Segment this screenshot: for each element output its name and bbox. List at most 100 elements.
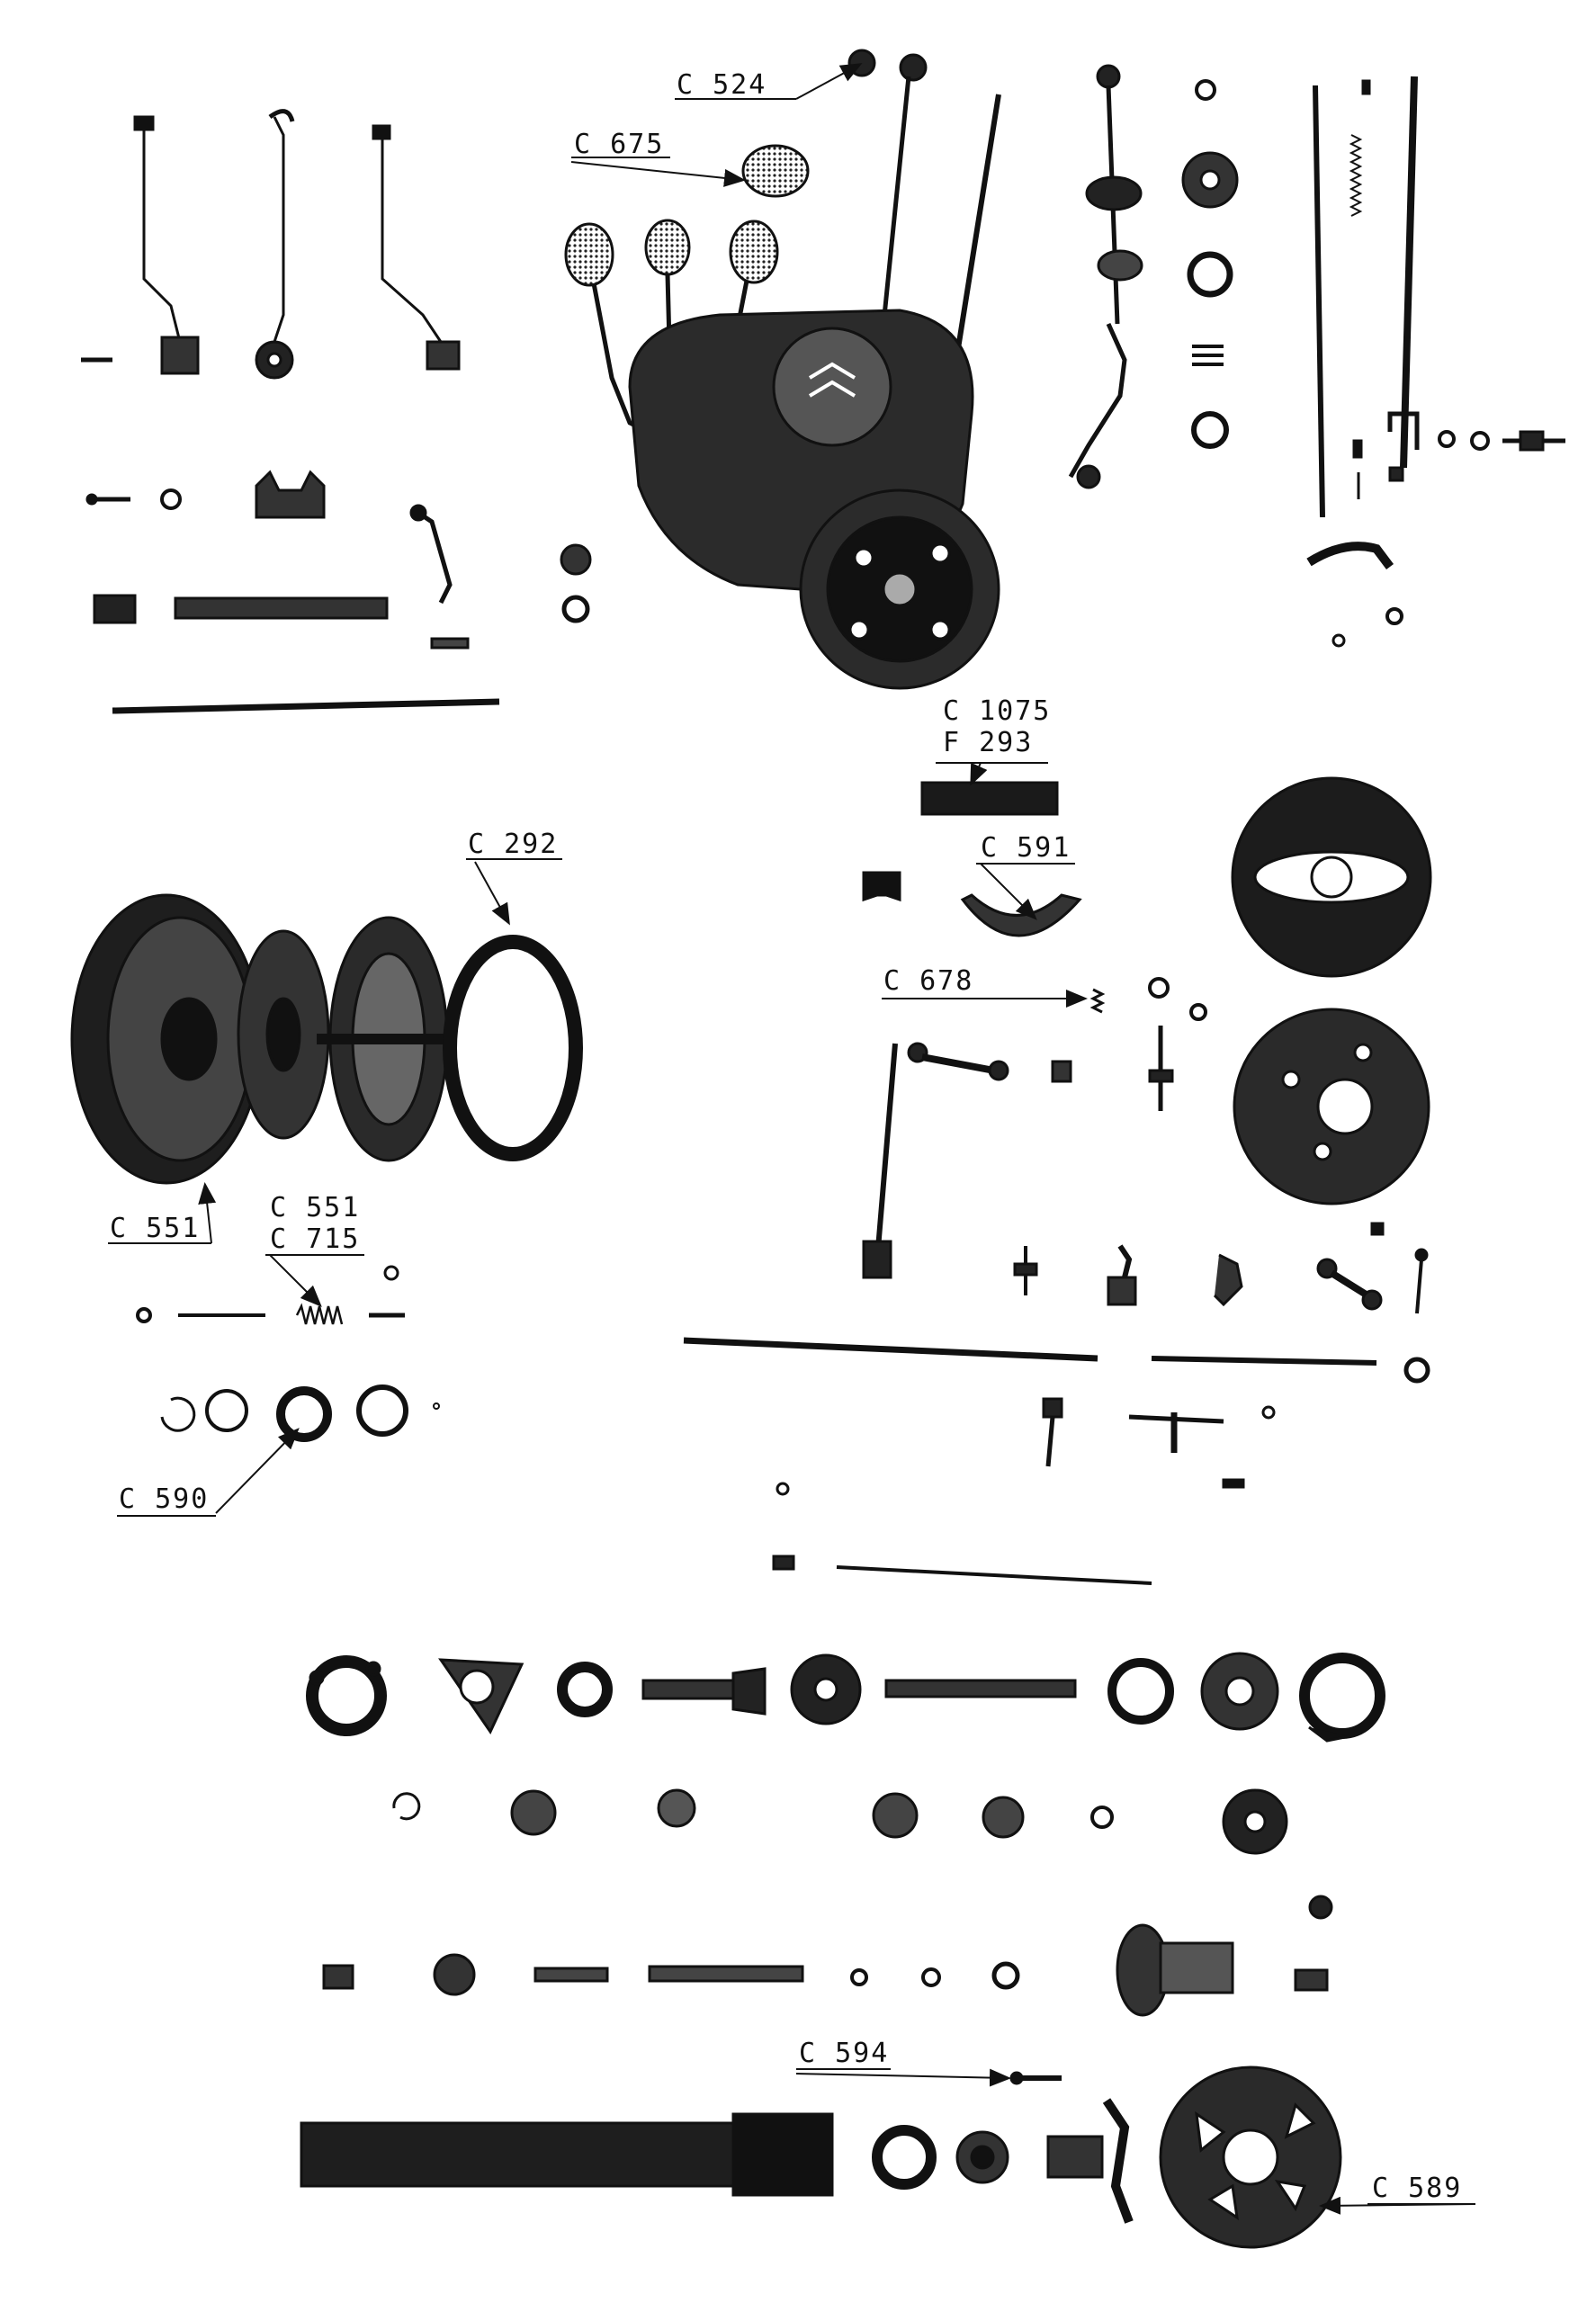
block — [1051, 1060, 1072, 1083]
tee-bracket — [1128, 1412, 1224, 1453]
callout-c292: C 292 — [468, 829, 558, 860]
brake-drum-rear — [1233, 1008, 1430, 1205]
cap-nut — [560, 543, 592, 623]
cluster-gear — [1116, 1923, 1234, 2017]
steering-link — [1068, 64, 1143, 489]
gear-lever-knob-left — [847, 49, 876, 77]
bearing-race-b — [356, 1384, 408, 1437]
clevis-a — [1013, 1246, 1038, 1295]
brake-rod-short — [1151, 1356, 1377, 1366]
clutch-flywheel — [70, 893, 263, 1185]
washer — [1195, 79, 1216, 101]
washer-right-b — [1470, 431, 1490, 451]
bearing-rear — [1107, 1658, 1174, 1725]
oil-seal — [955, 2130, 1009, 2184]
hub-c589 — [1159, 2066, 1342, 2249]
nut-tee — [1261, 1405, 1276, 1420]
cap-small — [1308, 1895, 1333, 1920]
lining-clip — [862, 871, 901, 902]
grease-nipple — [1502, 430, 1565, 452]
axle-tube — [300, 2112, 834, 2197]
bush-right — [1294, 1968, 1329, 1992]
brake-spring-c678 — [1089, 988, 1106, 1014]
bolt — [85, 493, 130, 506]
main-shaft — [884, 1679, 1077, 1698]
shaft-short — [533, 1967, 609, 1983]
bearing-race-a — [205, 1389, 248, 1432]
layshaft-gear — [1222, 1788, 1288, 1855]
brake-drum-front — [799, 488, 1000, 690]
spacer-ring — [1090, 1806, 1114, 1829]
brake-spring-arc — [1306, 542, 1394, 569]
rear-housing — [1200, 1652, 1279, 1731]
clevis-b — [1107, 1244, 1137, 1306]
primary-shaft — [641, 1667, 767, 1716]
bearing-ball-a — [510, 1789, 557, 1836]
callout-c594: C 594 — [799, 2038, 889, 2069]
pedal-c675 — [741, 144, 810, 198]
clutch-lining-ring — [443, 935, 583, 1161]
callout-c675: C 675 — [574, 129, 664, 160]
thrust-bearing — [276, 1386, 332, 1442]
return-spring — [1349, 134, 1363, 217]
brake-cam — [1213, 1253, 1243, 1307]
ring-b — [921, 1967, 941, 1987]
end-cover — [306, 1655, 387, 1736]
clutch-plate — [237, 929, 330, 1140]
bearing-cup — [1181, 151, 1239, 209]
adjuster-pin — [1370, 1222, 1429, 1314]
clutch-spring — [295, 1303, 344, 1325]
ring — [1187, 251, 1233, 298]
ring-c — [991, 1961, 1020, 1990]
layshaft — [648, 1965, 804, 1983]
long-rod — [112, 698, 500, 714]
circlip-shaft — [392, 1792, 421, 1821]
shift-fork — [255, 470, 326, 519]
dot — [433, 1402, 440, 1410]
nut-a — [1385, 607, 1403, 625]
bushing — [93, 594, 137, 624]
spring-small — [1192, 345, 1224, 366]
nut — [160, 488, 182, 510]
callout-c678: C 678 — [883, 965, 973, 997]
callout-c590: C 590 — [119, 1483, 209, 1515]
callout-f293: F 293 — [943, 727, 1033, 758]
cam-lever — [1316, 1258, 1383, 1311]
ring-a — [850, 1968, 868, 1986]
bolt-head — [136, 1307, 152, 1323]
nut-center — [776, 1482, 790, 1496]
brake-backplate — [1231, 776, 1432, 978]
selector-rod — [174, 596, 389, 620]
washer-right-a — [1438, 430, 1456, 448]
nut-brake — [1148, 977, 1170, 999]
washer-brake — [1189, 1003, 1207, 1021]
callout-c589: C 589 — [1372, 2173, 1462, 2204]
bolt-c594 — [1009, 2071, 1062, 2085]
gear-wheel — [790, 1653, 862, 1725]
bearing-ball-c — [872, 1792, 919, 1839]
bearing-ball-b — [657, 1788, 696, 1828]
washer-rod — [1403, 1357, 1430, 1384]
ring-small — [1191, 411, 1229, 449]
gear-lever-left — [133, 115, 200, 375]
callout-c715: C 715 — [270, 1223, 360, 1255]
bush-left — [322, 1964, 354, 1990]
long-shaft-a — [1313, 85, 1325, 518]
brake-link — [907, 1042, 1009, 1081]
cam-spindle — [1148, 1026, 1174, 1111]
callout-c1075: C 1075 — [943, 695, 1051, 727]
pin-tee — [1222, 1478, 1245, 1489]
pin-top — [1361, 79, 1371, 95]
bearing-front — [557, 1662, 613, 1717]
link-rod — [409, 504, 453, 605]
callout-c551-left: C 551 — [110, 1213, 200, 1244]
adjuster — [1387, 411, 1420, 450]
fork-end — [1042, 1397, 1063, 1467]
circlip — [160, 1396, 196, 1432]
callout-c591: C 591 — [981, 832, 1071, 864]
gear-lever-right — [372, 124, 461, 371]
clutch-pressure-plate — [317, 916, 454, 1162]
bearing-ball-d — [982, 1796, 1025, 1839]
gear-lever-middle — [255, 109, 295, 380]
brake-rod-long — [683, 1337, 1098, 1362]
